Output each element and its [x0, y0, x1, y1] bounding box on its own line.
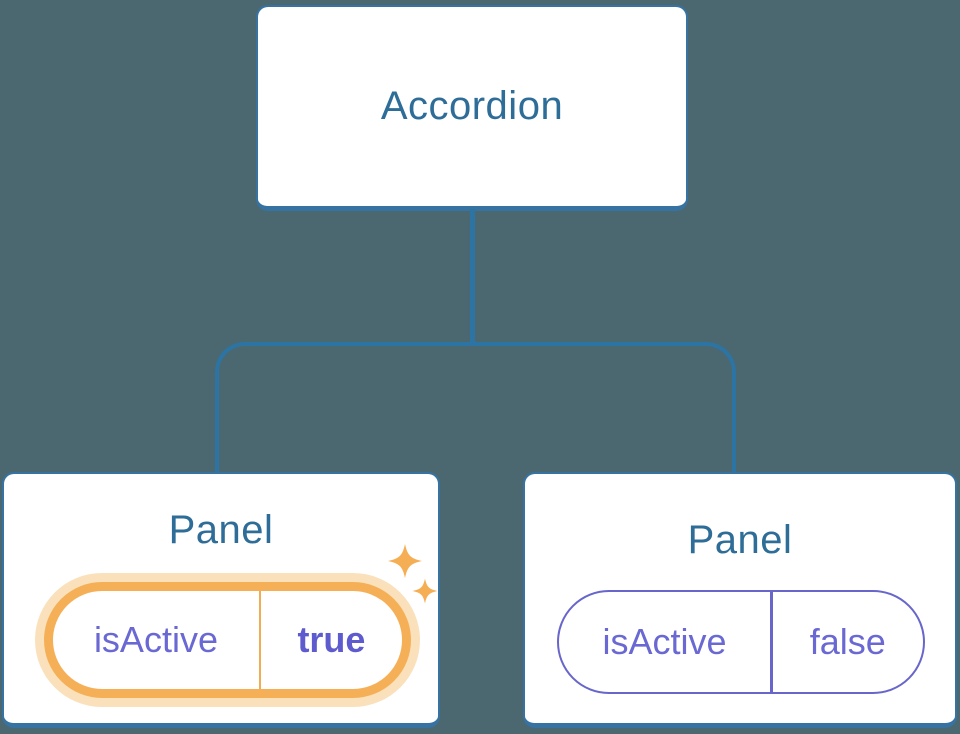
connector-stem: [470, 209, 475, 345]
state-pill-inactive: isActive false: [557, 590, 925, 694]
state-prop-name: isActive: [93, 619, 218, 660]
accordion-node-label: Accordion: [380, 84, 564, 128]
pill-divider: [770, 592, 773, 692]
state-pill-halo: isActive true: [35, 573, 420, 707]
state-pill-active: isActive true: [44, 582, 411, 698]
state-prop-value: true: [297, 619, 366, 660]
panel-title: Panel: [687, 518, 793, 562]
panel-title: Panel: [168, 508, 274, 552]
state-prop-value: false: [809, 621, 886, 662]
state-prop-name: isActive: [602, 621, 727, 662]
sparkle-icon: [388, 544, 438, 604]
pill-divider: [258, 591, 261, 689]
accordion-node: Accordion: [256, 5, 688, 211]
panel-node-inactive: Panel isActive false: [523, 472, 957, 728]
panel-node-active: Panel isActive true: [2, 472, 440, 728]
connector-bracket: [215, 342, 736, 473]
